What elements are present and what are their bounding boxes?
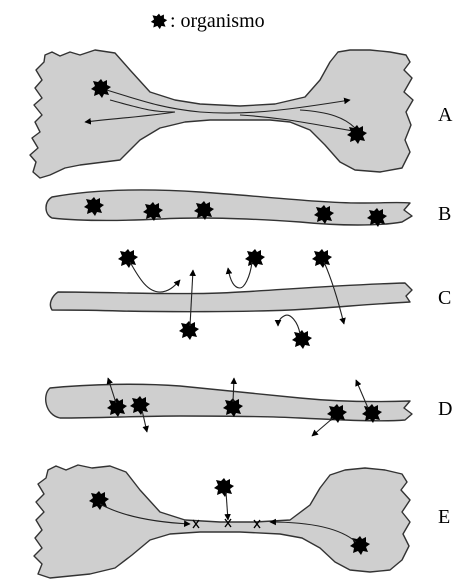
panel-c-shape (50, 283, 412, 312)
row-label-b: B (438, 202, 451, 226)
row-label-a: A (438, 103, 452, 127)
panel-c (50, 249, 412, 349)
organism-blob-icon (150, 9, 168, 33)
row-label-d: D (438, 397, 452, 421)
row-label-e: E (438, 505, 450, 529)
panel-d (46, 378, 412, 436)
legend-text: : organismo (170, 6, 265, 36)
panel-e (34, 465, 410, 578)
panel-a (30, 50, 413, 178)
legend: : organismo (150, 6, 265, 36)
row-label-c: C (438, 286, 451, 310)
panel-b-shape (46, 190, 412, 225)
panel-b (46, 190, 412, 227)
panel-a-shape (30, 50, 413, 178)
